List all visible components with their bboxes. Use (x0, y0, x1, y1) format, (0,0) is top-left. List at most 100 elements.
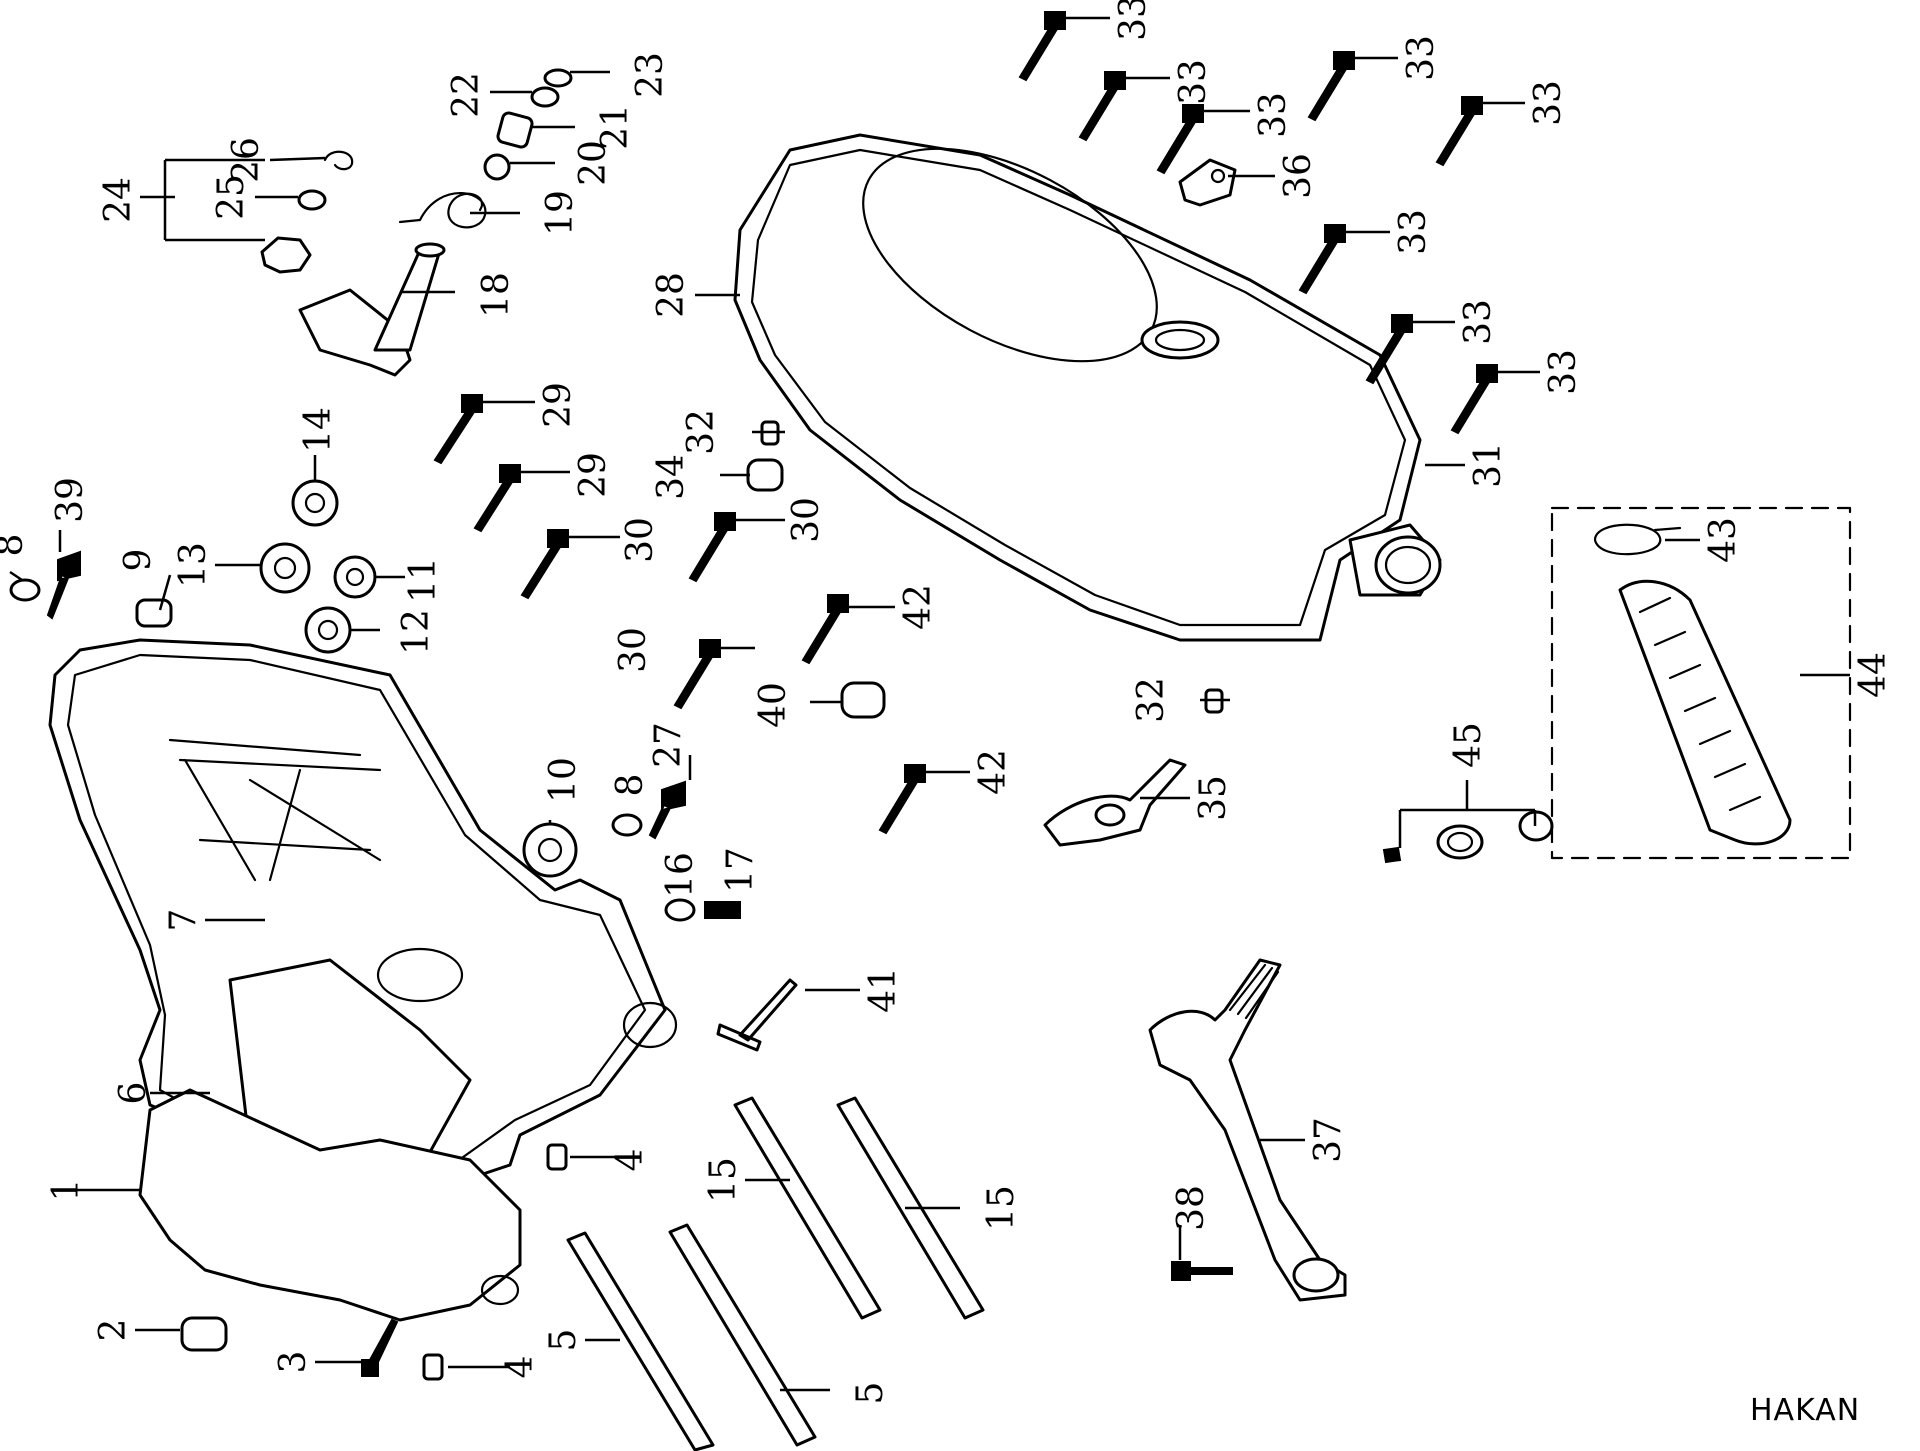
bearing-part-11 (333, 555, 377, 599)
callout-28: 28 (651, 272, 692, 318)
callout-11: 11 (403, 557, 444, 603)
callout-44: 44 (1853, 652, 1894, 698)
callout-3: 3 (273, 1351, 314, 1374)
crankcase-gasket-line (66, 653, 647, 1172)
bearing-part-10-inner (537, 837, 563, 863)
intake-hose-ribs (1638, 596, 1762, 812)
callout-5-right: 5 (850, 1382, 891, 1405)
stud-part-5-right (668, 1223, 817, 1447)
callout-33-d: 33 (1401, 35, 1442, 81)
callout-29-upper: 29 (538, 382, 579, 428)
screw-part-17 (704, 901, 741, 919)
callout-42-upper: 42 (898, 584, 939, 630)
bolt-part-38 (1171, 1261, 1233, 1281)
callout-33-f: 33 (1393, 209, 1434, 255)
bolt-part-30-left (520, 529, 569, 600)
callout-30-center: 30 (786, 497, 827, 543)
bolt-part-27 (648, 780, 686, 840)
callout-18: 18 (476, 272, 517, 318)
callout-33-e: 33 (1528, 80, 1569, 126)
bolt-part-33-c (1156, 104, 1204, 175)
stud-part-5-left (566, 1231, 715, 1451)
crankcase-boss-2 (376, 947, 464, 1003)
bearing-part-11-inner (345, 567, 365, 587)
callout-14: 14 (298, 407, 339, 453)
bolt-part-33-h (1450, 364, 1498, 435)
callout-33-h: 33 (1543, 349, 1584, 395)
bolt-part-30-center (688, 512, 736, 583)
callout-23: 23 (630, 52, 671, 98)
bolt-part-33-d (1307, 51, 1355, 122)
dowel-part-4-lower (422, 1353, 444, 1381)
callout-29-lower: 29 (573, 452, 614, 498)
callout-15-left: 15 (703, 1157, 744, 1203)
kick-shaft-top (414, 242, 446, 258)
callout-13: 13 (173, 542, 214, 588)
bolt-part-33-f (1298, 224, 1346, 295)
washer-part-8-left (9, 578, 41, 602)
bolt-part-39 (46, 550, 81, 620)
callout-39: 39 (50, 477, 91, 523)
lever-part-35-hole (1094, 803, 1126, 827)
seal-part-45-a (1436, 824, 1484, 860)
bolt-part-42-lower (878, 764, 926, 835)
kick-lever-hub (1292, 1257, 1340, 1293)
callout-41: 41 (863, 967, 904, 1013)
callout-37: 37 (1308, 1117, 1349, 1163)
crankcase-cover-part-28 (733, 133, 1422, 642)
bolt-part-33-b (1078, 71, 1126, 142)
kick-lever-grip (1228, 963, 1280, 1020)
callout-30-left: 30 (620, 517, 661, 563)
bolt-part-33-e (1435, 96, 1483, 167)
crankcase-boss-1 (622, 1001, 678, 1049)
clip-part-26 (323, 150, 354, 171)
screw-part-3 (361, 1318, 399, 1377)
callout-12: 12 (396, 609, 437, 655)
bearing-part-12-inner (317, 619, 339, 641)
callout-2: 2 (93, 1319, 134, 1342)
clamp-part-36 (1178, 158, 1237, 207)
washer-part-8-right (611, 813, 643, 837)
cover-oil-cap-inner (1154, 328, 1206, 352)
callout-30-lower: 30 (613, 627, 654, 673)
spacer-part-20 (483, 153, 511, 181)
bushing-part-2 (180, 1316, 228, 1352)
air-duct-opening-inner (1384, 545, 1432, 585)
callout-31: 31 (1468, 442, 1509, 488)
stud-part-15-left (733, 1096, 882, 1320)
crankcase-base-part-1 (138, 1088, 522, 1322)
bushing-part-40 (840, 681, 886, 719)
callout-1: 1 (46, 1179, 87, 1202)
bolt-part-30-lower (673, 639, 721, 710)
callout-16: 16 (660, 852, 701, 898)
callout-40: 40 (753, 682, 794, 728)
watermark-text: HAKAN (1750, 1393, 1860, 1428)
bearing-part-13-inner (273, 556, 297, 580)
hose-kit-box-part-44 (1550, 506, 1852, 860)
bolt-part-29-lower (473, 464, 521, 533)
callout-17: 17 (720, 847, 761, 893)
callout-10: 10 (543, 757, 584, 803)
kick-spring-part-19 (398, 192, 487, 229)
leader-lines (9, 16, 1850, 1392)
seal-part-45-a-inner (1446, 831, 1474, 853)
callout-35: 35 (1193, 775, 1234, 821)
callout-33-c: 33 (1253, 92, 1294, 138)
washer-part-22 (530, 86, 560, 108)
bolt-part-33-a (1018, 11, 1066, 82)
callout-20: 20 (573, 140, 614, 186)
callout-42-lower: 42 (973, 749, 1014, 795)
callout-8-right: 8 (610, 774, 651, 797)
callout-15-right: 15 (981, 1185, 1022, 1231)
lever-part-35 (1043, 758, 1187, 847)
callout-32-upper: 32 (681, 409, 722, 455)
callout-21: 21 (595, 104, 636, 150)
air-duct-opening (1374, 535, 1442, 595)
bearing-part-12 (304, 606, 352, 654)
callout-22: 22 (446, 72, 487, 118)
bearing-part-14 (291, 479, 339, 527)
crankcase-ribs (168, 738, 382, 882)
callout-26: 26 (226, 137, 267, 183)
callout-27: 27 (648, 722, 689, 768)
clamp-part-36-hole (1210, 168, 1226, 184)
